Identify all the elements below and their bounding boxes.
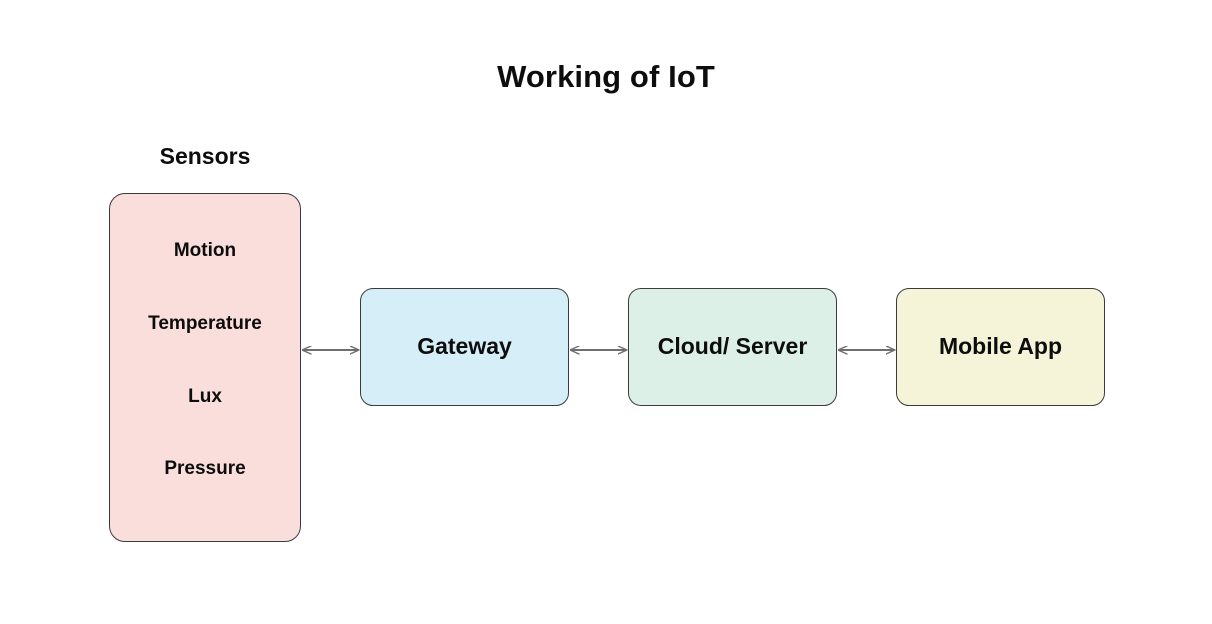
sensors-group-label: Sensors	[159, 143, 251, 169]
sensor-item-motion: Motion	[173, 240, 237, 261]
sensor-item-pressure: Pressure	[164, 458, 246, 480]
node-gateway-label: Gateway	[417, 333, 512, 360]
sensor-item-lux: Lux	[188, 385, 222, 407]
node-cloud-server[interactable]: Cloud/ Server	[628, 288, 837, 406]
page-title: Working of IoT	[497, 59, 715, 94]
node-cloud-server-label: Cloud/ Server	[657, 333, 808, 360]
node-mobile-app-label: Mobile App	[938, 333, 1063, 360]
node-mobile-app[interactable]: Mobile App	[896, 288, 1105, 406]
node-gateway[interactable]: Gateway	[360, 288, 569, 406]
node-sensors[interactable]: Motion Temperature Lux Pressure	[109, 193, 301, 542]
sensor-item-temperature: Temperature	[148, 312, 262, 334]
